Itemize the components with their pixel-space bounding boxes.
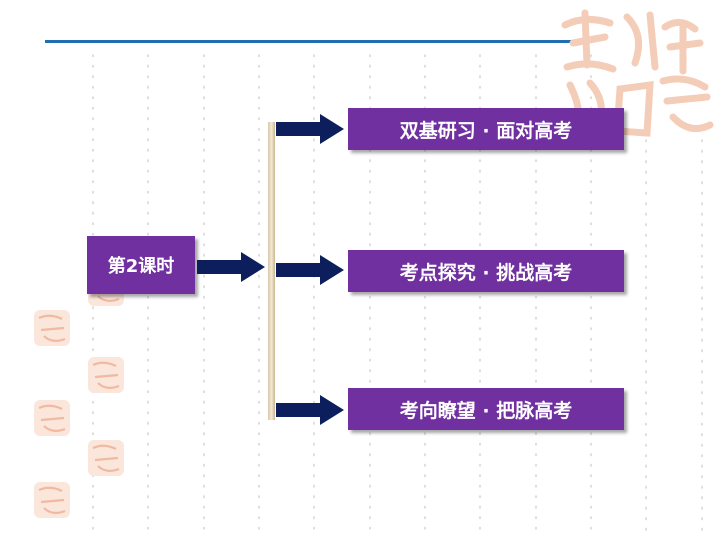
arrow-right-icon: [276, 255, 344, 285]
small-seal-icon: [34, 482, 70, 518]
lesson-title: 第2课时: [107, 256, 175, 277]
section-label: 考点探究 · 挑战高考: [399, 261, 573, 284]
section-link-basics[interactable]: 双基研习 · 面对高考: [348, 108, 624, 150]
arrow-right-icon: [276, 395, 344, 425]
arrow-right-icon: [276, 114, 344, 144]
small-seal-icon: [88, 440, 124, 476]
section-label: 考向瞭望 · 把脉高考: [399, 399, 573, 422]
section-link-explore[interactable]: 考点探究 · 挑战高考: [348, 250, 624, 292]
small-seal-icon: [34, 310, 70, 346]
small-seal-icon: [34, 400, 70, 436]
bracket-bar: [268, 122, 275, 420]
small-seal-icon: [88, 357, 124, 393]
section-link-outlook[interactable]: 考向瞭望 · 把脉高考: [348, 388, 624, 430]
arrow-right-icon: [197, 252, 265, 282]
lesson-title-box[interactable]: 第2课时: [87, 236, 195, 294]
section-label: 双基研习 · 面对高考: [399, 119, 573, 142]
top-rule: [45, 40, 575, 43]
